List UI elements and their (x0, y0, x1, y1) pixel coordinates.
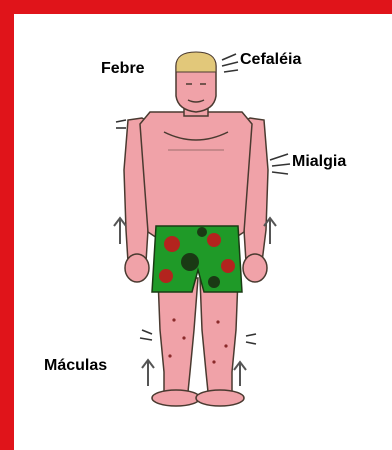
hair (176, 52, 216, 72)
label-febre: Febre (101, 61, 145, 77)
up-arrow-icon (234, 362, 246, 386)
right-hand (243, 254, 267, 282)
torso (140, 112, 252, 240)
label-cefaleia: Cefaléia (240, 52, 301, 68)
up-arrow-icon (142, 360, 154, 386)
label-maculas: Máculas (44, 358, 107, 374)
pain-lines-icon (140, 330, 256, 344)
pain-lines-icon (270, 154, 290, 174)
up-arrow-icon (114, 218, 126, 244)
left-hand (125, 254, 149, 282)
head (176, 52, 216, 112)
pain-lines-icon (116, 120, 126, 128)
headache-lines-icon (222, 54, 238, 72)
right-foot (196, 390, 244, 406)
label-mialgia: Mialgia (292, 154, 346, 170)
legs (152, 278, 244, 406)
left-foot (152, 390, 200, 406)
